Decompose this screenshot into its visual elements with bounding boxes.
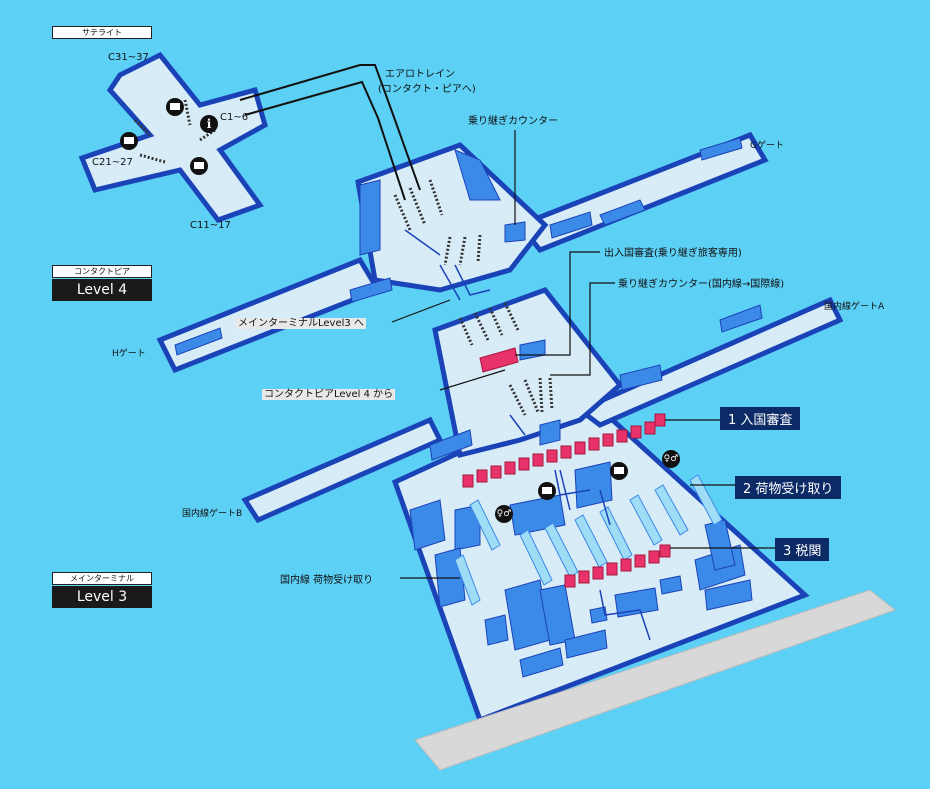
restroom-icon: ♀♂ [495, 505, 513, 523]
gate-c21-27: C21~27 [92, 157, 133, 168]
information-icon: i [200, 115, 218, 133]
gate-c1-6: C1~6 [220, 112, 249, 123]
monitor-icon [120, 132, 138, 150]
legend-contact-pier: コンタクトピア [52, 265, 152, 278]
lower-concourse [241, 416, 444, 524]
monitor-icon [166, 98, 184, 116]
customs-callout: 3 税関 [775, 538, 830, 561]
monitor-icon [190, 157, 208, 175]
h-gate-label: Hゲート [112, 349, 146, 359]
aerotrain-line [239, 64, 421, 201]
g-gate-label: Gゲート [750, 141, 784, 151]
immigration-callout: 1 入国審査 [720, 407, 801, 430]
from-contact-pier-label: コンタクトピアLevel 4 から [262, 385, 396, 400]
route-arrows [404, 229, 651, 641]
monitor-icon [610, 462, 628, 480]
monitor-icon [538, 482, 556, 500]
aerotrain-label: エアロトレイン [385, 69, 455, 80]
immigration-transfer-label: 出入国審査(乗り継ぎ旅客専用) [604, 248, 742, 259]
legend-main-terminal: メインターミナル [52, 572, 152, 585]
from-contact-pier-text: コンタクトピアLevel 4 から [262, 389, 396, 400]
baggage-callout: 2 荷物受け取り [735, 476, 842, 499]
to-main-terminal-label: メインターミナルLevel3 へ [236, 314, 366, 329]
aerotrain-sub-label: (コンタクト・ピアへ) [378, 84, 476, 95]
transfer-counter-label: 乗り継ぎカウンター [468, 116, 558, 127]
leader-lines [391, 130, 775, 579]
to-main-terminal-text: メインターミナルLevel3 へ [236, 318, 366, 329]
legend-contact-pier-level: Level 4 [52, 279, 152, 301]
transfer-immigration-desk [479, 347, 519, 373]
gate-c11-17: C11~17 [190, 220, 231, 231]
transfer-counter-dom-intl-label: 乗り継ぎカウンター(国内線→国際線) [618, 279, 785, 290]
escalators [133, 99, 554, 416]
domestic-gate-a-label: 国内線ゲートA [824, 302, 885, 312]
legend-satellite: サテライト [52, 26, 152, 39]
domestic-gate-b-label: 国内線ゲートB [182, 509, 243, 519]
upper-hub [355, 142, 549, 293]
apron-strip [414, 589, 897, 771]
lower-concourse-right [575, 296, 844, 428]
gate-c31-37: C31~37 [108, 52, 149, 63]
satellite-terminal [78, 51, 268, 223]
restroom-icon: ♀♂ [662, 450, 680, 468]
domestic-baggage-label: 国内線 荷物受け取り [280, 575, 374, 586]
lower-hub [432, 287, 624, 459]
legend-main-terminal-level: Level 3 [52, 586, 152, 608]
customs-booths [564, 544, 671, 588]
immigration-booths [462, 413, 666, 488]
